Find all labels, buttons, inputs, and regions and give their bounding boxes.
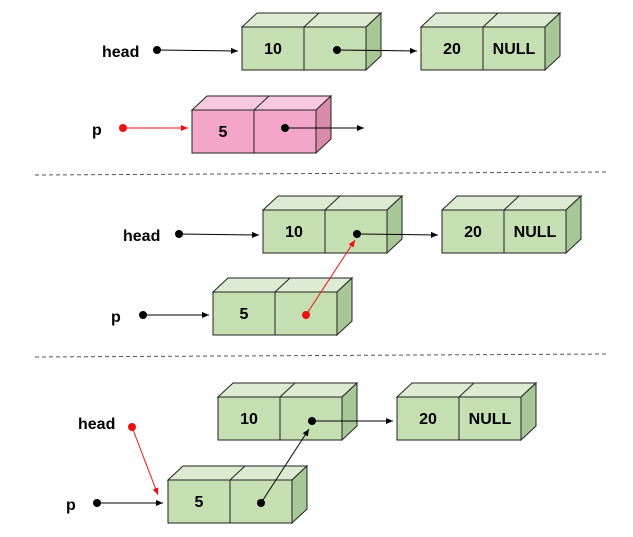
node-value: 20 (443, 41, 461, 58)
node-value: 10 (264, 41, 282, 58)
p-label: p (92, 122, 102, 139)
node-10: 10 (216, 381, 359, 442)
null-label: NULL (493, 41, 536, 58)
node-20-null: 20 NULL (395, 381, 538, 442)
head-arrow (178, 231, 260, 238)
node-value: 5 (219, 124, 228, 141)
head-label: head (123, 228, 160, 245)
head-arrow-red (131, 426, 159, 496)
panel-2: head 10 20 NULL p (111, 194, 583, 337)
node-5-new: 5 (190, 94, 333, 155)
node-value: 10 (285, 224, 303, 241)
node-10: 10 (240, 11, 383, 72)
node-10: 10 (261, 194, 404, 255)
next-arrow (336, 47, 418, 54)
node-20-null: 20 NULL (419, 11, 562, 72)
node-5-new: 5 (211, 276, 354, 337)
null-label: NULL (469, 411, 512, 428)
panel-1: head 10 20 NULL p (92, 11, 562, 155)
section-divider (34, 171, 607, 176)
new-link-arrow (305, 239, 356, 316)
node-value: 5 (240, 306, 249, 323)
node-value: 5 (195, 494, 204, 511)
node-value: 20 (464, 224, 482, 241)
head-arrow (156, 47, 239, 54)
panel-3: 10 20 NULL head p 5 (66, 381, 538, 525)
node-20-null: 20 NULL (440, 194, 583, 255)
head-label: head (102, 44, 139, 61)
head-label: head (78, 416, 115, 433)
section-divider (34, 353, 607, 358)
next-arrow (356, 231, 439, 238)
null-label: NULL (514, 224, 557, 241)
p-label: p (66, 497, 76, 514)
node-value: 10 (240, 411, 258, 428)
node-5-new: 5 (166, 464, 309, 525)
p-label: p (111, 309, 121, 326)
node-value: 20 (419, 411, 437, 428)
new-link-arrow (260, 428, 310, 504)
